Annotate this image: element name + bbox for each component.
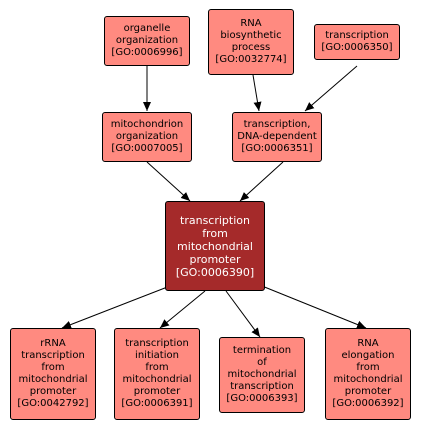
node-termination-mitochondrial-transcription[interactable]: termination of mitochondrial transcripti… xyxy=(219,337,305,413)
node-line: promoter xyxy=(344,386,392,397)
edge-rna-biosynthetic-to-dna-dependent xyxy=(252,74,262,112)
node-line: termination xyxy=(232,345,292,356)
node-line: [GO:0042792] xyxy=(17,398,89,409)
node-line: DNA-dependent xyxy=(237,131,317,142)
node-line: transcription xyxy=(230,381,294,392)
node-line: mitochondrial xyxy=(333,374,403,385)
node-line: mitochondrial xyxy=(227,369,297,380)
node-transcription-initiation[interactable]: transcription initiation from mitochondr… xyxy=(114,328,200,420)
node-line: biosynthetic xyxy=(220,30,282,41)
node-rna-biosynthetic-process[interactable]: RNA biosynthetic process [GO:0032774] xyxy=(208,9,294,75)
node-line: transcription xyxy=(325,30,389,41)
node-line: from xyxy=(202,226,228,240)
edge-focus-to-termination xyxy=(225,290,261,338)
node-line: RNA xyxy=(240,18,262,29)
node-line: [GO:0006350] xyxy=(321,42,393,53)
node-line: [GO:0006391] xyxy=(121,398,193,409)
node-line: from xyxy=(145,362,169,373)
edge-focus-to-rrna xyxy=(61,285,171,329)
node-line: transcription xyxy=(21,350,85,361)
node-line: from xyxy=(356,362,380,373)
node-line: elongation xyxy=(341,350,395,361)
edge-mitochondrion-to-focus xyxy=(146,161,191,202)
node-line: of xyxy=(257,357,267,368)
node-line: transcription xyxy=(125,338,189,349)
node-transcription[interactable]: transcription [GO:0006350] xyxy=(314,24,400,60)
node-line: mitochondrion xyxy=(110,119,184,130)
node-line: organelle xyxy=(123,23,171,34)
node-line: promoter xyxy=(133,386,181,397)
node-line: transcription xyxy=(180,213,250,227)
node-line: organization xyxy=(115,131,179,142)
node-line: [GO:0006392] xyxy=(332,398,404,409)
edge-dna-dependent-to-focus xyxy=(239,161,284,202)
node-line: mitochondrial xyxy=(177,239,253,253)
node-line: [GO:0006351] xyxy=(241,143,313,154)
node-mitochondrion-organization[interactable]: mitochondrion organization [GO:0007005] xyxy=(102,112,192,162)
node-transcription-from-mitochondrial-promoter[interactable]: transcription from mitochondrial promote… xyxy=(165,201,265,291)
node-line: from xyxy=(41,362,65,373)
node-line: process xyxy=(231,42,271,53)
node-line: [GO:0006390] xyxy=(175,265,255,279)
edge-focus-to-initiation xyxy=(159,290,206,329)
node-line: rRNA xyxy=(40,338,66,349)
edge-transcription-to-dna-dependent xyxy=(304,65,358,112)
node-rna-elongation[interactable]: RNA elongation from mitochondrial promot… xyxy=(325,328,411,420)
edge-focus-to-elongation xyxy=(261,285,367,329)
node-line: organization xyxy=(115,35,179,46)
node-line: transcription, xyxy=(243,119,311,130)
node-line: [GO:0007005] xyxy=(111,143,183,154)
node-organelle-organization[interactable]: organelle organization [GO:0006996] xyxy=(104,16,190,66)
node-line: [GO:0006393] xyxy=(226,393,298,404)
node-line: mitochondrial xyxy=(18,374,88,385)
node-line: initiation xyxy=(135,350,179,361)
node-line: mitochondrial xyxy=(122,374,192,385)
edges xyxy=(61,65,367,338)
node-line: [GO:0032774] xyxy=(215,54,287,65)
node-transcription-dna-dependent[interactable]: transcription, DNA-dependent [GO:0006351… xyxy=(232,112,322,162)
node-line: [GO:0006996] xyxy=(111,47,183,58)
node-line: promoter xyxy=(29,386,77,397)
node-line: promoter xyxy=(189,252,241,266)
node-line: RNA xyxy=(357,338,379,349)
node-rrna-transcription[interactable]: rRNA transcription from mitochondrial pr… xyxy=(10,328,96,420)
